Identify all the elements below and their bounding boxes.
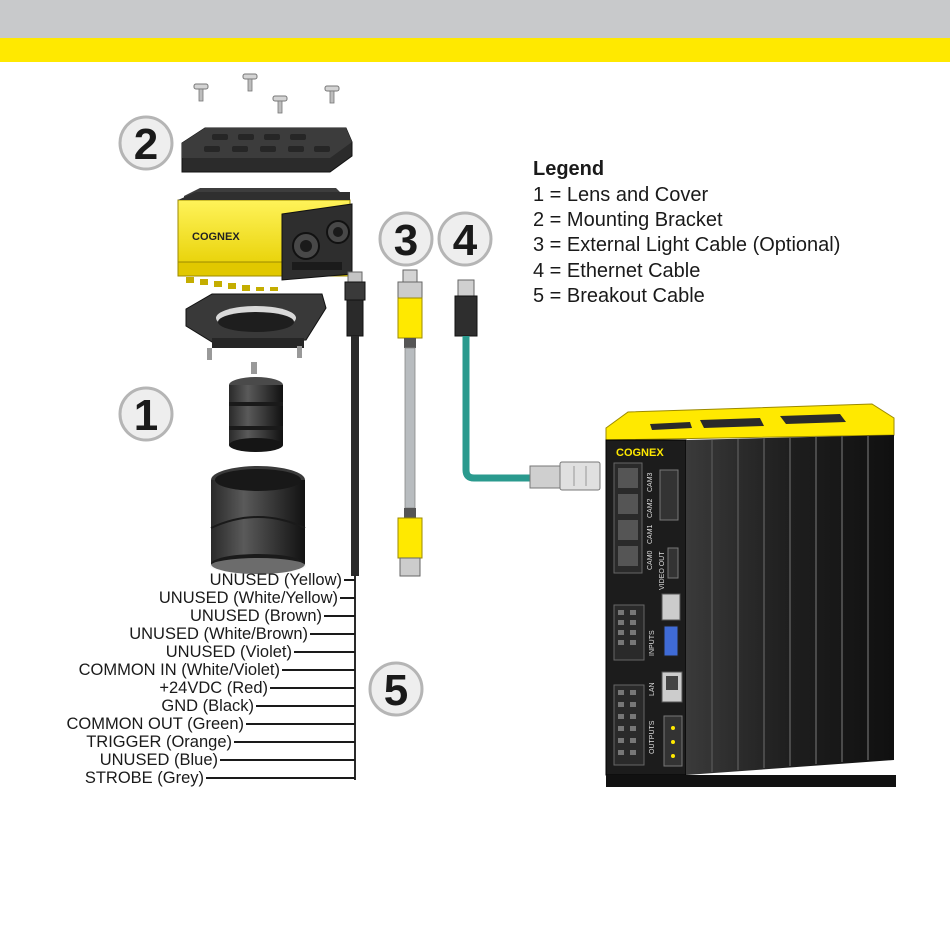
svg-text:OUTPUTS: OUTPUTS xyxy=(649,720,656,754)
lens-mount xyxy=(185,293,327,374)
wire-label: STROBE (Grey) xyxy=(84,769,204,787)
mounting-bracket xyxy=(181,127,353,173)
wire-label: UNUSED (Violet) xyxy=(165,643,292,661)
breakout-cable xyxy=(344,271,366,780)
camera-body: COGNEX xyxy=(177,188,353,291)
controller-brand-label: COGNEX xyxy=(616,447,664,459)
wire-label: TRIGGER (Orange) xyxy=(86,733,232,751)
header-yellow-bar xyxy=(0,38,950,62)
legend: Legend 1 = Lens and Cover 2 = Mounting B… xyxy=(533,157,840,309)
svg-text:3: 3 xyxy=(394,216,418,265)
svg-text:INPUTS: INPUTS xyxy=(649,630,656,656)
svg-text:CAM2: CAM2 xyxy=(647,498,654,518)
legend-item: 2 = Mounting Bracket xyxy=(533,209,723,232)
legend-item: 4 = Ethernet Cable xyxy=(533,259,701,282)
wire-label: UNUSED (Blue) xyxy=(99,751,218,769)
wire-label: UNUSED (White/Brown) xyxy=(129,625,308,643)
svg-text:CAM1: CAM1 xyxy=(647,524,654,544)
header-grey-bar xyxy=(0,0,950,38)
external-light-cable xyxy=(397,269,423,577)
svg-text:2: 2 xyxy=(134,120,158,169)
ethernet-cable xyxy=(454,279,601,491)
svg-text:VIDEO OUT: VIDEO OUT xyxy=(659,551,666,590)
svg-text:LAN: LAN xyxy=(649,682,656,696)
wire-label: GND (Black) xyxy=(161,697,254,715)
wire-label: COMMON IN (White/Violet) xyxy=(78,661,280,679)
legend-item: 1 = Lens and Cover xyxy=(533,184,709,206)
lens-cover xyxy=(210,466,306,574)
svg-text:1: 1 xyxy=(134,391,158,440)
screw-icon xyxy=(324,85,340,104)
wire-leader-lines xyxy=(206,579,355,779)
callout-3: 3 xyxy=(378,211,434,267)
callout-4: 4 xyxy=(437,211,493,267)
camera-brand-label: COGNEX xyxy=(192,231,240,243)
legend-title: Legend xyxy=(533,158,605,180)
callout-1: 1 xyxy=(118,386,174,442)
svg-text:4: 4 xyxy=(453,216,478,265)
svg-text:5: 5 xyxy=(384,666,408,715)
vision-controller: COGNEX CAM3 CAM2 CAM1 CAM0 VIDEO OUT INP… xyxy=(605,403,896,787)
wire-label: +24VDC (Red) xyxy=(159,679,268,697)
svg-text:CAM0: CAM0 xyxy=(647,550,654,570)
legend-item: 3 = External Light Cable (Optional) xyxy=(533,234,841,257)
screw-icon xyxy=(242,73,258,92)
wire-label: UNUSED (Yellow) xyxy=(209,571,342,589)
screw-icon xyxy=(272,95,288,114)
legend-item: 5 = Breakout Cable xyxy=(533,284,705,307)
screw-icon xyxy=(193,83,209,102)
lens xyxy=(229,377,283,452)
callout-2: 2 xyxy=(118,115,174,171)
svg-text:CAM3: CAM3 xyxy=(647,472,654,492)
wire-label: COMMON OUT (Green) xyxy=(66,715,244,733)
wire-label: UNUSED (White/Yellow) xyxy=(158,589,338,607)
callout-5: 5 xyxy=(368,661,424,717)
wire-label: UNUSED (Brown) xyxy=(189,607,322,625)
